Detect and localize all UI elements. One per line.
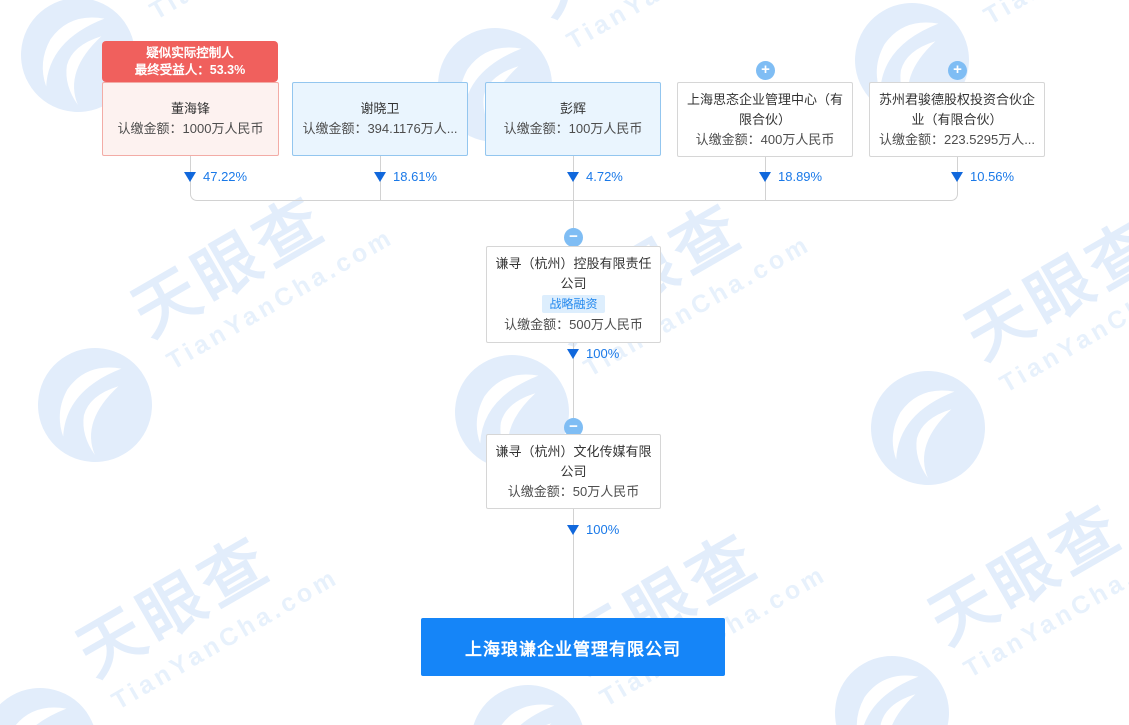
company-node-qianxun-holding[interactable]: 谦寻（杭州）控股有限责任公司 战略融资 认缴金额：500万人民币	[486, 246, 661, 343]
target-company-node[interactable]: 上海琅谦企业管理有限公司	[421, 618, 725, 676]
arrow-down-icon	[951, 172, 963, 182]
connector-line	[573, 509, 574, 618]
company-node-qianxun-media[interactable]: 谦寻（杭州）文化传媒有限公司 认缴金额：50万人民币	[486, 434, 661, 509]
arrow-down-icon	[567, 349, 579, 359]
ownership-percent: 100%	[567, 523, 619, 537]
company-amount: 认缴金额：500万人民币	[504, 317, 643, 332]
shareholder-node-penghui[interactable]: 彭辉 认缴金额：100万人民币	[485, 82, 661, 156]
shareholder-name: 董海锋	[170, 101, 210, 116]
badge-line2: 最终受益人：53.3%	[134, 63, 246, 77]
connector-line	[573, 201, 574, 246]
arrow-down-icon	[567, 525, 579, 535]
expand-icon[interactable]: +	[756, 61, 775, 80]
shareholder-name: 谢晓卫	[360, 101, 400, 116]
connector-bus-line	[190, 192, 958, 201]
collapse-icon[interactable]: −	[564, 228, 583, 247]
ownership-percent: 18.89%	[759, 170, 822, 184]
expand-icon[interactable]: +	[948, 61, 967, 80]
actual-controller-badge: 疑似实际控制人 最终受益人：53.3%	[102, 41, 278, 88]
shareholder-name: 上海思忞企业管理中心（有限合伙）	[686, 91, 843, 127]
ownership-percent: 18.61%	[374, 170, 437, 184]
shareholder-amount: 认缴金额：223.5295万人...	[878, 131, 1036, 147]
target-company-name: 上海琅谦企业管理有限公司	[465, 639, 681, 659]
arrow-down-icon	[567, 172, 579, 182]
arrow-down-icon	[759, 172, 771, 182]
shareholder-name: 苏州君骏德股权投资合伙企业（有限合伙）	[878, 91, 1035, 127]
company-name: 谦寻（杭州）文化传媒有限公司	[495, 443, 652, 479]
shareholder-node-suzhou-junjunde[interactable]: 苏州君骏德股权投资合伙企业（有限合伙） 认缴金额：223.5295万人...	[869, 82, 1045, 157]
ownership-percent: 47.22%	[184, 170, 247, 184]
shareholder-node-xiexiaowei[interactable]: 谢晓卫 认缴金额：394.1176万人...	[292, 82, 468, 156]
ownership-percent: 10.56%	[951, 170, 1014, 184]
company-name: 谦寻（杭州）控股有限责任公司	[495, 256, 652, 291]
shareholder-node-shanghai-simin[interactable]: 上海思忞企业管理中心（有限合伙） 认缴金额：400万人民币	[677, 82, 853, 157]
shareholder-amount: 认缴金额：394.1176万人...	[302, 121, 458, 136]
arrow-down-icon	[184, 172, 196, 182]
shareholder-amount: 认缴金额：100万人民币	[503, 121, 643, 136]
shareholder-amount: 认缴金额：400万人民币	[695, 131, 835, 147]
shareholder-node-donghaifeng[interactable]: 董海锋 认缴金额：1000万人民币	[102, 82, 279, 156]
financing-round-tag[interactable]: 战略融资	[542, 295, 605, 313]
badge-line1: 疑似实际控制人	[146, 46, 234, 60]
company-amount: 认缴金额：50万人民币	[507, 483, 640, 499]
shareholder-amount: 认缴金额：1000万人民币	[117, 121, 264, 136]
arrow-down-icon	[374, 172, 386, 182]
ownership-percent: 4.72%	[567, 170, 623, 184]
connector-line	[573, 343, 574, 434]
shareholder-name: 彭辉	[559, 101, 586, 116]
ownership-percent: 100%	[567, 347, 619, 361]
